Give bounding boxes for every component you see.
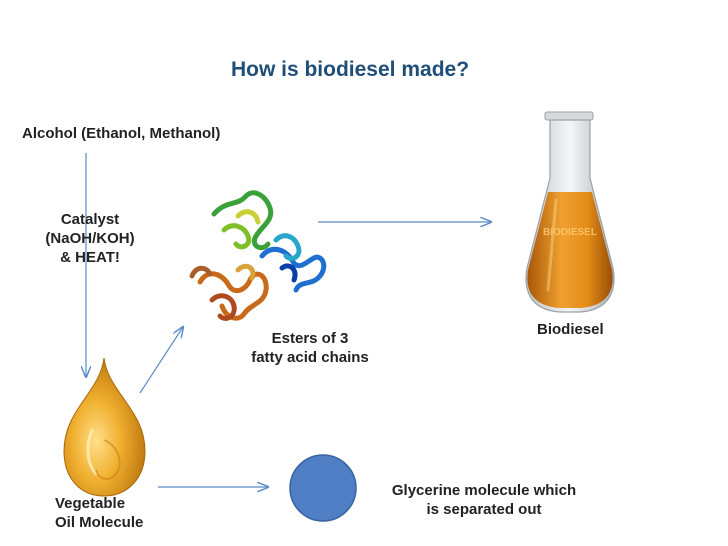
catalyst-line-2: (NaOH/KOH) bbox=[45, 230, 135, 247]
catalyst-label: Catalyst (NaOH/KOH) & HEAT! bbox=[30, 210, 150, 267]
vegetable-oil-label: Vegetable Oil Molecule bbox=[55, 494, 143, 532]
vegetable-line-1: Vegetable bbox=[55, 495, 126, 512]
oil-drop-icon bbox=[63, 357, 146, 497]
arrow-oil-to-esters bbox=[139, 327, 183, 394]
alcohol-label: Alcohol (Ethanol, Methanol) bbox=[22, 125, 221, 142]
glycerine-line-2: is separated out bbox=[426, 501, 542, 518]
esters-line-1: Esters of 3 bbox=[271, 330, 349, 347]
glycerine-line-1: Glycerine molecule which bbox=[391, 482, 577, 499]
glycerine-label: Glycerine molecule which is separated ou… bbox=[366, 481, 602, 519]
biodiesel-label: Biodiesel bbox=[537, 321, 604, 338]
flask-label: BIODIESEL bbox=[543, 227, 597, 238]
protein-molecule-icon bbox=[189, 190, 327, 321]
vegetable-line-2: Oil Molecule bbox=[55, 514, 144, 531]
catalyst-line-1: Catalyst bbox=[60, 211, 120, 228]
esters-label: Esters of 3 fatty acid chains bbox=[222, 329, 398, 367]
slide-title: How is biodiesel made? bbox=[230, 58, 470, 81]
esters-line-2: fatty acid chains bbox=[251, 349, 369, 366]
flask-icon: BIODIESEL bbox=[525, 111, 615, 313]
catalyst-line-3: & HEAT! bbox=[60, 249, 120, 266]
glycerine-circle-icon bbox=[289, 454, 357, 522]
